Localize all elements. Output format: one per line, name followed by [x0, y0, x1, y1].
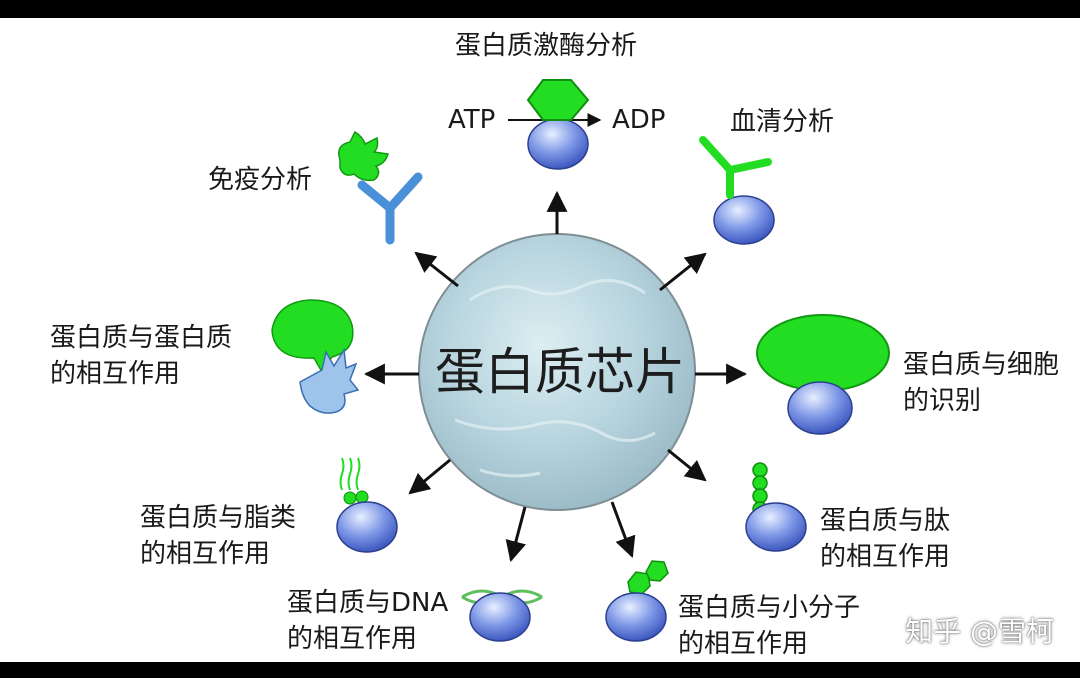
- label-dna-interaction: 蛋白质与DNA 的相互作用: [287, 585, 448, 657]
- label-small-molecule-line2: 的相互作用: [678, 629, 809, 659]
- label-lipid-line1: 蛋白质与脂类: [140, 503, 297, 533]
- arrow-top-left: [414, 251, 459, 288]
- kinase-hexagon: [526, 79, 590, 121]
- blue-antibody: [357, 172, 423, 245]
- lipid-head-2: [355, 490, 369, 504]
- label-protein-protein: 蛋白质与蛋白质 的相互作用: [50, 320, 232, 392]
- cell-green: [756, 314, 890, 392]
- label-small-molecule-line1: 蛋白质与小分子: [678, 593, 861, 623]
- center-label: 蛋白质芯片: [435, 343, 685, 401]
- label-lipid-line2: 的相互作用: [140, 539, 271, 569]
- dna-bead: [469, 592, 531, 642]
- arrows: [363, 113, 748, 563]
- watermark: 知乎 @雪柯: [905, 615, 1054, 648]
- label-atp: ATP: [448, 105, 496, 135]
- peptide-bead: [745, 502, 807, 552]
- label-serum-analysis: 血清分析: [730, 107, 835, 137]
- antigen-shape: [338, 130, 389, 182]
- label-cell-recognition: 蛋白质与细胞 的识别: [903, 347, 1059, 419]
- label-protein-protein-line1: 蛋白质与蛋白质: [50, 323, 233, 353]
- sphere-texture: [454, 279, 656, 478]
- label-immune-analysis: 免疫分析: [208, 165, 313, 195]
- lipid-bead: [336, 501, 398, 553]
- label-lipid-interaction: 蛋白质与脂类 的相互作用: [140, 500, 296, 572]
- blue-protein-shape: [299, 347, 360, 414]
- lipid-chains: [339, 457, 361, 491]
- green-antibody: [699, 136, 772, 199]
- small-molecule-hex-2: [645, 560, 669, 582]
- top-frame-bar: [0, 0, 1080, 18]
- label-cell-recognition-line2: 的识别: [903, 386, 982, 416]
- kinase-bead: [527, 118, 589, 170]
- label-peptide-interaction: 蛋白质与肽 的相互作用: [820, 503, 950, 575]
- label-dna-line2: 的相互作用: [287, 624, 418, 654]
- label-kinase-analysis: 蛋白质激酶分析: [455, 31, 638, 61]
- label-peptide-line1: 蛋白质与肽: [820, 506, 951, 536]
- bottom-frame-bar: [0, 662, 1080, 678]
- label-dna-line1: 蛋白质与DNA: [287, 588, 449, 618]
- arrow-bottom-left-2: [505, 506, 527, 563]
- arrow-bottom-left: [408, 458, 451, 495]
- label-small-molecule-interaction: 蛋白质与小分子 的相互作用: [678, 590, 860, 662]
- serum-bead: [713, 195, 775, 245]
- arrow-top-right: [659, 252, 707, 292]
- cell-bead: [787, 381, 853, 435]
- arrow-bottom-right: [667, 448, 707, 482]
- lipid-head-1: [343, 491, 357, 505]
- green-protein-blob: [271, 299, 354, 374]
- arrow-bottom-right-2: [610, 501, 636, 558]
- label-adp: ADP: [612, 105, 666, 135]
- small-molecule-bead: [605, 592, 667, 642]
- label-cell-recognition-line1: 蛋白质与细胞: [903, 350, 1060, 380]
- small-molecule-hex-1: [627, 571, 651, 595]
- label-peptide-line2: 的相互作用: [820, 542, 951, 572]
- label-protein-protein-line2: 的相互作用: [50, 359, 181, 389]
